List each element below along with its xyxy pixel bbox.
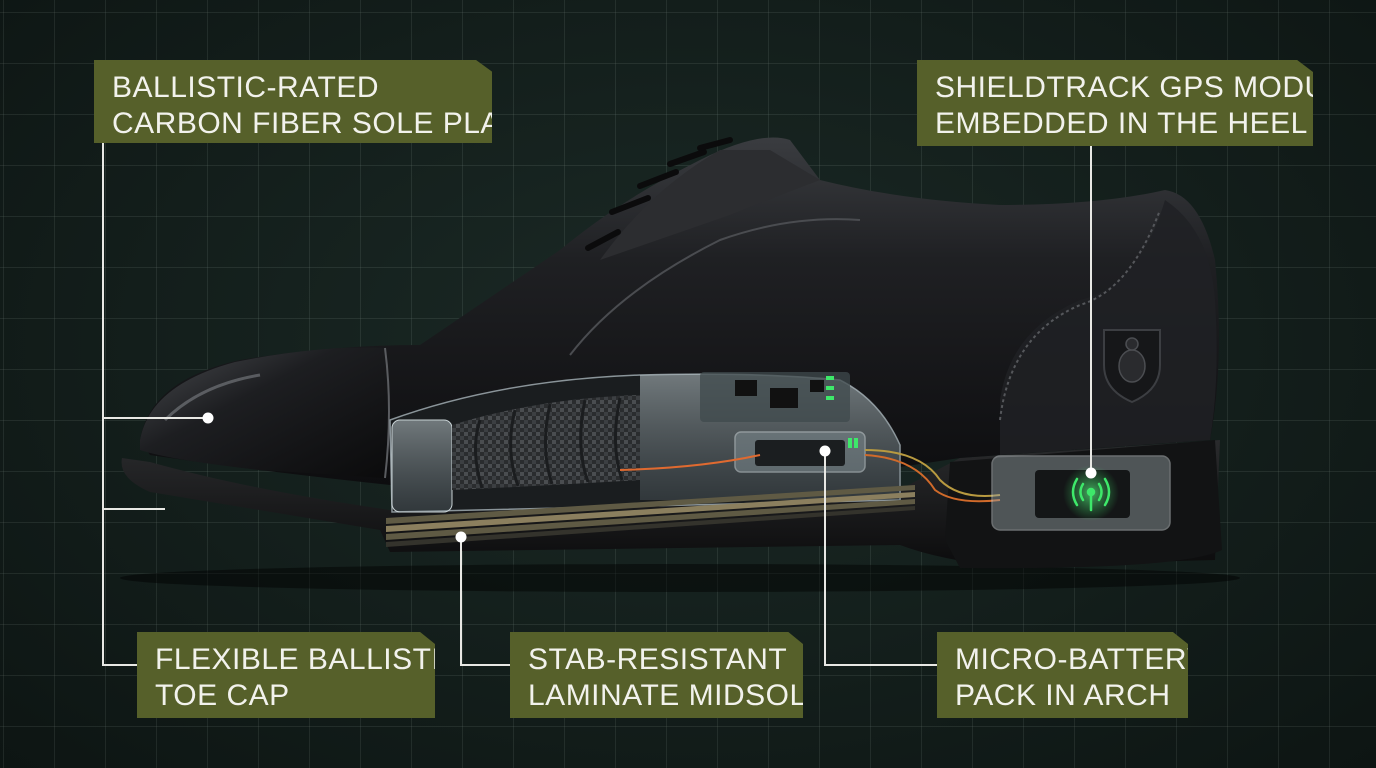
callout-toe-cap: FLEXIBLE BALLISTIC TOE CAP	[137, 632, 435, 718]
callout-line: EMBEDDED IN THE HEEL	[935, 107, 1308, 140]
callout-line: STAB-RESISTANT	[528, 643, 788, 676]
laces	[585, 137, 733, 251]
wire-orange-2	[864, 454, 1001, 503]
battery-leds	[848, 438, 858, 448]
shoe-shadow	[120, 564, 1240, 592]
midsole-laminate	[386, 485, 915, 547]
callout-line: LAMINATE MIDSOLE	[528, 679, 828, 712]
wire-orange	[619, 454, 761, 471]
leader-lines	[102, 142, 1092, 666]
tongue	[600, 150, 820, 260]
callout-line: SHIELDTRACK GPS MODULE	[935, 71, 1365, 104]
callout-carbon-fiber-sole-plate: BALLISTIC-RATED CARBON FIBER SOLE PLATE	[94, 60, 492, 143]
toe-cap-seam	[384, 347, 390, 479]
callout-line: MICRO-BATTERY	[955, 643, 1208, 676]
callout-line: FLEXIBLE BALLISTIC	[155, 643, 463, 676]
leader-line-battery	[824, 451, 937, 666]
leader-line-midsole	[460, 537, 510, 666]
callout-line: TOE CAP	[155, 679, 290, 712]
shoe-upper	[140, 137, 1219, 485]
wireless-signal-icon	[1071, 477, 1111, 512]
callout-line: BALLISTIC-RATED	[112, 71, 379, 104]
vamp-seam	[569, 218, 861, 356]
carbon-weave-ribs	[473, 397, 624, 489]
wire-gold	[864, 449, 1001, 497]
callout-micro-battery: MICRO-BATTERY PACK IN ARCH	[937, 632, 1188, 718]
turtle-shield-icon	[1103, 329, 1161, 404]
toe-cap	[140, 347, 389, 478]
chip-components	[735, 380, 824, 408]
battery-cell	[755, 440, 845, 466]
leader-line-sole-plate	[102, 142, 137, 666]
toe-highlight	[163, 373, 261, 422]
callout-line: CARBON FIBER SOLE PLATE	[112, 107, 539, 140]
clear-toe-insert	[391, 419, 453, 513]
quarter-panel	[1000, 200, 1217, 455]
status-leds	[826, 376, 834, 400]
callout-laminate-midsole: STAB-RESISTANT LAMINATE MIDSOLE	[510, 632, 803, 718]
callout-line: PACK IN ARCH	[955, 679, 1171, 712]
leader-dots	[202, 412, 1097, 543]
callout-gps-module: SHIELDTRACK GPS MODULE EMBEDDED IN THE H…	[917, 60, 1313, 146]
